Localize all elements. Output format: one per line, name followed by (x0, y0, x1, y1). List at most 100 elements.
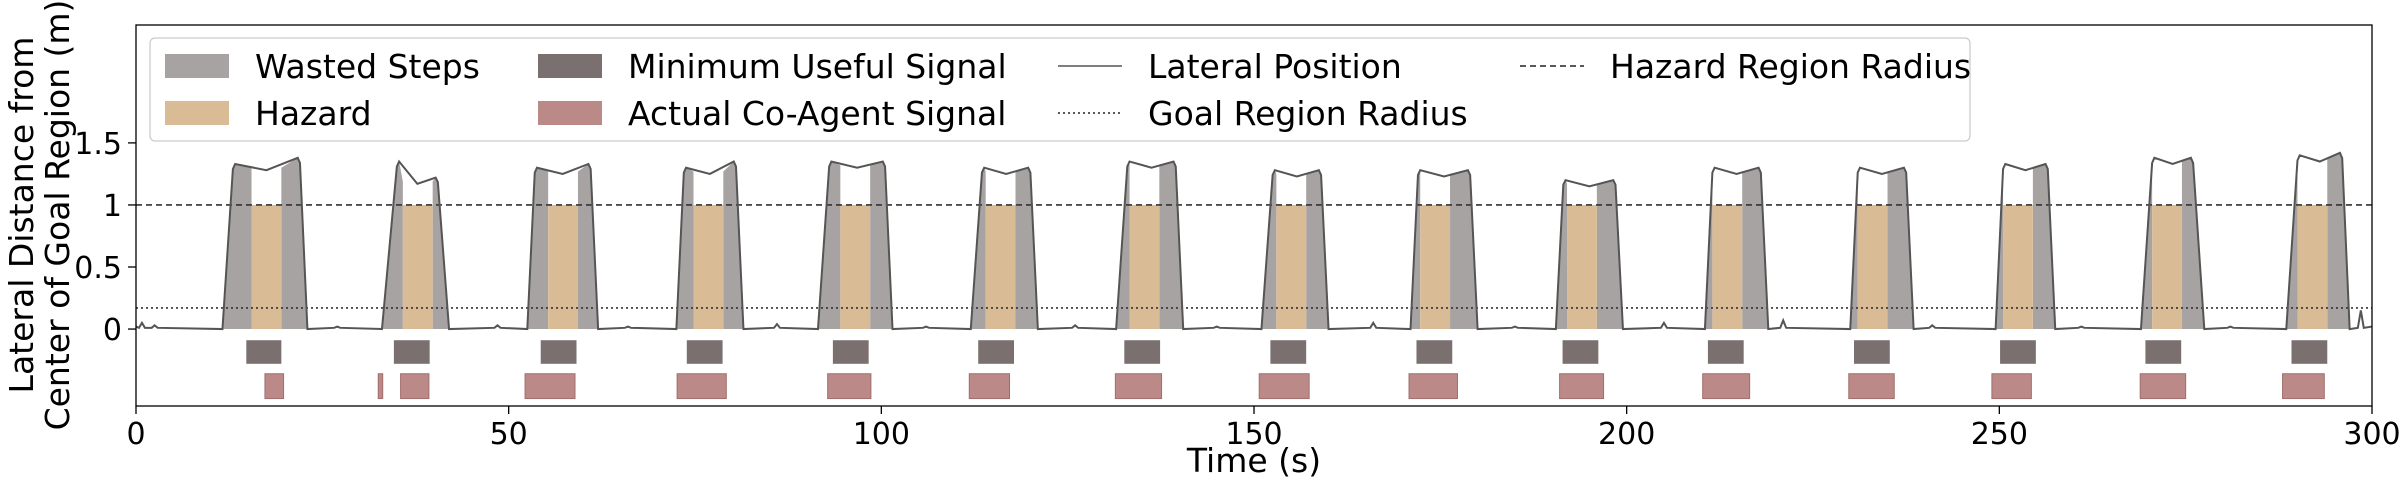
y-tick-label: 1.5 (74, 127, 122, 162)
legend-swatch (538, 101, 602, 125)
co-agent-signal-bar (1702, 373, 1751, 400)
lateral-position-series (135, 151, 2373, 331)
minimum-useful-signal-bar (1124, 340, 1161, 364)
wasted-steps-patch (1015, 167, 1038, 330)
hazard-patch (1567, 204, 1597, 330)
lateral-position-line (135, 151, 2373, 331)
co-agent-signal-bar (968, 373, 1011, 400)
legend-item-hazard: Hazard (165, 94, 372, 133)
hazard-patch (548, 204, 578, 330)
legend-label: Lateral Position (1148, 47, 1402, 86)
legend-label: Hazard (255, 94, 372, 133)
legend-label: Goal Region Radius (1148, 94, 1468, 133)
wasted-steps-patch (1450, 170, 1478, 330)
minimum-useful-signal-bar (2000, 340, 2036, 364)
hazard-patch (1129, 204, 1160, 330)
legend-swatch (165, 54, 229, 78)
legend-label: Hazard Region Radius (1610, 47, 1971, 86)
minimum-useful-signal-bar (1416, 340, 1453, 364)
minimum-useful-signal-bar (1562, 340, 1599, 364)
co-agent-signal-bar (1848, 373, 1895, 400)
minimum-useful-signal-bar (978, 340, 1015, 364)
hazard-patch (2152, 204, 2182, 330)
co-agent-signal-bar (524, 373, 576, 400)
minimum-useful-signal-bar (246, 340, 282, 364)
reference-lines (136, 204, 2372, 309)
minimum-useful-signal-bar (832, 340, 869, 364)
wasted-steps-patch (1306, 170, 1329, 330)
co-agent-signal-bar (827, 373, 872, 400)
wasted-steps-patch (676, 167, 694, 330)
wasted-steps-patch (222, 163, 252, 330)
co-agent-signal-bar (377, 373, 384, 400)
minimum-useful-signal-bar (1707, 340, 1744, 364)
wasted-steps-patch (870, 161, 893, 330)
legend-label: Minimum Useful Signal (628, 47, 1007, 86)
legend-label: Wasted Steps (255, 47, 480, 86)
minimum-useful-signal-bar (2145, 340, 2182, 364)
minimum-useful-signal-bar (540, 340, 577, 364)
co-agent-signal-bar (2139, 373, 2187, 400)
legend-swatch (538, 54, 602, 78)
minimum-useful-signal-bar (1270, 340, 1307, 364)
signal-bars (246, 340, 2328, 400)
legend-swatch (165, 101, 229, 125)
legend-item-min-signal: Minimum Useful Signal (538, 47, 1007, 86)
hazard-patch (840, 204, 871, 330)
y-axis-title: Lateral Distance from Center of Goal Reg… (2, 0, 77, 430)
wasted-steps-patch (2327, 152, 2350, 330)
hazard-patch (2003, 204, 2033, 330)
hazard-patch (2297, 204, 2328, 330)
y-tick-label: 0.5 (74, 251, 122, 286)
wasted-steps-patch (381, 161, 403, 330)
hazard-patch (1420, 204, 1451, 330)
hazard-patch (402, 204, 433, 330)
co-agent-signal-bar (2282, 373, 2325, 400)
co-agent-signal-bar (1258, 373, 1310, 400)
legend-frame (149, 37, 1971, 142)
co-agent-signal-bar (400, 373, 430, 400)
minimum-useful-signal-bar (686, 340, 723, 364)
minimum-useful-signal-bar (2291, 340, 2328, 364)
co-agent-signal-bar (1991, 373, 2032, 400)
wasted-steps-patch (577, 163, 599, 330)
legend-item-coagent: Actual Co-Agent Signal (538, 94, 1006, 133)
co-agent-signal-bar (1408, 373, 1458, 400)
hazard-patch (1857, 204, 1888, 330)
co-agent-signal-bar (1114, 373, 1163, 400)
x-axis-title: Time (s) (1186, 441, 1321, 480)
minimum-useful-signal-bar (1853, 340, 1890, 364)
wasted-steps-patch (817, 161, 841, 330)
y-axis-ticks: 0 0.5 1 1.5 (74, 127, 136, 348)
y-axis-title-line-2: Center of Goal Region (m) (38, 0, 77, 430)
x-tick-label: 0 (126, 417, 145, 452)
legend-label: Actual Co-Agent Signal (628, 94, 1006, 133)
wasted-steps-patch (432, 177, 450, 330)
hazard-patch (985, 204, 1016, 330)
x-tick-label: 150 (1225, 417, 1282, 452)
hazard-patch (1712, 204, 1743, 330)
y-axis-title-line-1: Lateral Distance from (2, 37, 41, 394)
wasted-steps-patch (723, 161, 744, 330)
co-agent-signal-bar (264, 373, 285, 400)
x-tick-label: 50 (490, 417, 528, 452)
wasted-steps-patch (2181, 157, 2205, 330)
hazard-patch (1276, 204, 1307, 330)
x-tick-label: 100 (853, 417, 910, 452)
minimum-useful-signal-bar (393, 340, 430, 364)
co-agent-signal-bar (676, 373, 727, 400)
x-axis-ticks: 0 50 100 150 200 250 300 (126, 406, 2401, 452)
hazard-patch (251, 204, 282, 330)
legend-item-wasted: Wasted Steps (165, 47, 480, 86)
x-tick-label: 250 (1971, 417, 2028, 452)
y-tick-label: 1 (103, 189, 122, 224)
co-agent-signal-bar (1559, 373, 1605, 400)
x-tick-label: 300 (2343, 417, 2400, 452)
legend-item-lateral: Lateral Position (1058, 47, 1402, 86)
y-tick-label: 0 (103, 313, 122, 348)
x-tick-label: 200 (1598, 417, 1655, 452)
wasted-steps-patch (527, 167, 549, 330)
legend-item-goal: Goal Region Radius (1058, 94, 1468, 133)
